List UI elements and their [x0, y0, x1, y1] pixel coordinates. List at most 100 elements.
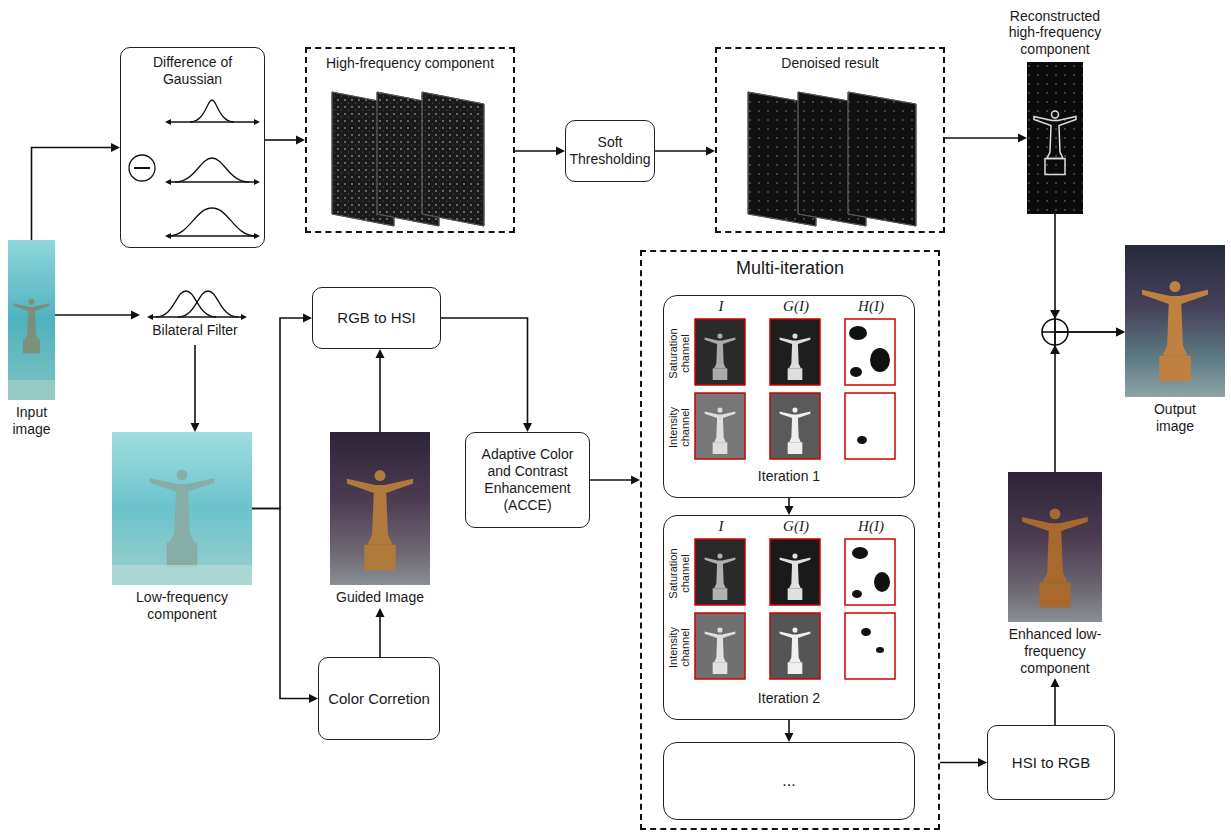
connector-line	[441, 318, 528, 424]
process-box: Difference of Gaussian	[120, 47, 265, 248]
arrowhead	[523, 423, 532, 432]
iteration-2-content	[705, 547, 890, 674]
connector	[515, 147, 565, 156]
dashed-panel: Multi-iterationIG(I)H(I)Saturation chann…	[640, 250, 940, 830]
arrowhead	[131, 311, 140, 320]
axis-arrowheads	[165, 119, 260, 239]
connector	[376, 608, 385, 657]
node-label: Enhanced low-frequency component	[1008, 626, 1102, 676]
input-photo	[8, 240, 55, 400]
process-box: Soft Thresholding	[565, 120, 655, 182]
connector-line	[940, 762, 979, 764]
node-label: ...	[782, 771, 795, 790]
connector-line	[945, 137, 1019, 139]
node-label: Multi-iteration	[736, 258, 844, 280]
process-box: RGB to HSI	[312, 287, 441, 349]
process-box: Adaptive Color and Contrast Enhancement …	[465, 432, 590, 528]
high-frequency-panels	[332, 92, 484, 226]
guided-photo	[330, 432, 430, 585]
connector	[55, 311, 140, 320]
arrowhead	[1051, 678, 1060, 687]
connector	[785, 498, 794, 515]
image-node: Reconstructed high-frequency component	[1027, 62, 1083, 214]
arrowhead	[706, 147, 715, 156]
connector-line	[1055, 214, 1117, 332]
connector-line	[379, 616, 381, 657]
connector-line	[32, 148, 113, 241]
connector-line	[655, 150, 707, 152]
connector	[1055, 328, 1125, 473]
node-label: Reconstructed high-frequency component	[995, 8, 1115, 58]
connector	[785, 720, 794, 742]
connector	[32, 143, 121, 240]
arrowhead	[978, 758, 987, 767]
arrowhead	[303, 314, 312, 323]
arrowhead	[556, 147, 565, 156]
image-node: Input image	[8, 240, 55, 400]
connector-line	[590, 479, 632, 481]
arrowhead	[296, 136, 305, 145]
node-label: Adaptive Color and Contrast Enhancement …	[472, 446, 583, 513]
node-label: RGB to HSI	[337, 309, 415, 327]
iteration-1-thumbnails	[695, 319, 895, 459]
connector-line	[788, 720, 790, 734]
image-node: Output image	[1125, 245, 1225, 397]
process-box: HSI to RGB	[987, 725, 1115, 800]
row-label: Intensity channel	[668, 614, 691, 680]
arrowhead	[785, 506, 794, 515]
connector	[1055, 214, 1125, 337]
connector-line	[265, 139, 297, 141]
dashed-panel: High-frequency component	[305, 47, 515, 233]
connector-line	[194, 345, 196, 424]
node-label: Color Corretion	[328, 690, 430, 708]
connector	[252, 509, 318, 704]
connector-line	[1055, 332, 1117, 472]
iteration-label: Iteration 1	[664, 468, 914, 485]
node-label: Guided Image	[330, 589, 430, 606]
row-label: Intensity channel	[668, 394, 691, 460]
enhanced-photo	[1008, 472, 1102, 622]
connector	[191, 345, 200, 432]
connector-line	[252, 318, 304, 509]
arrowhead	[376, 349, 385, 358]
arrowhead	[631, 476, 640, 485]
dashed-panel: Denoised result	[715, 47, 945, 233]
image-node: Low-frequency component	[112, 432, 252, 585]
dog-symbol	[129, 100, 258, 236]
node-label: Denoised result	[781, 55, 878, 72]
node-label: High-frequency component	[326, 55, 494, 72]
connector	[265, 136, 305, 145]
image-node: Guided Image	[330, 432, 430, 608]
reconstructed-image	[1027, 62, 1083, 214]
node-label: Bilateral Filter	[152, 322, 238, 339]
node-label: Soft Thresholding	[570, 134, 651, 168]
process-box: Color Corretion	[318, 657, 440, 740]
connector	[655, 147, 715, 156]
arrowhead	[785, 733, 794, 742]
node-label: Output image	[1140, 401, 1210, 435]
column-header: G(I)	[771, 297, 821, 315]
node-label: Input image	[2, 404, 62, 438]
denoised-panels	[748, 92, 916, 226]
arrowhead	[1116, 328, 1125, 337]
bilateral-arrowheads	[147, 314, 247, 320]
connector	[590, 476, 640, 485]
column-header: H(I)	[846, 297, 896, 315]
iteration-label: Iteration 2	[664, 690, 914, 707]
arrowhead	[1018, 134, 1027, 143]
image-node: Enhanced low-frequency component	[1008, 472, 1102, 678]
arrowhead	[111, 143, 120, 152]
bilateral-symbol	[150, 291, 244, 317]
column-header: G(I)	[771, 517, 821, 535]
row-label: Saturation channel	[668, 320, 691, 386]
connector-line	[515, 150, 557, 152]
node-label: Difference of Gaussian	[127, 54, 258, 88]
arrowhead	[1116, 328, 1125, 337]
node-label: Low-frequency component	[107, 589, 257, 623]
connector	[441, 318, 532, 432]
connector	[1051, 678, 1060, 725]
iteration-box: IG(I)H(I)Saturation channelIntensity cha…	[663, 295, 915, 498]
node-label: HSI to RGB	[1012, 754, 1090, 772]
